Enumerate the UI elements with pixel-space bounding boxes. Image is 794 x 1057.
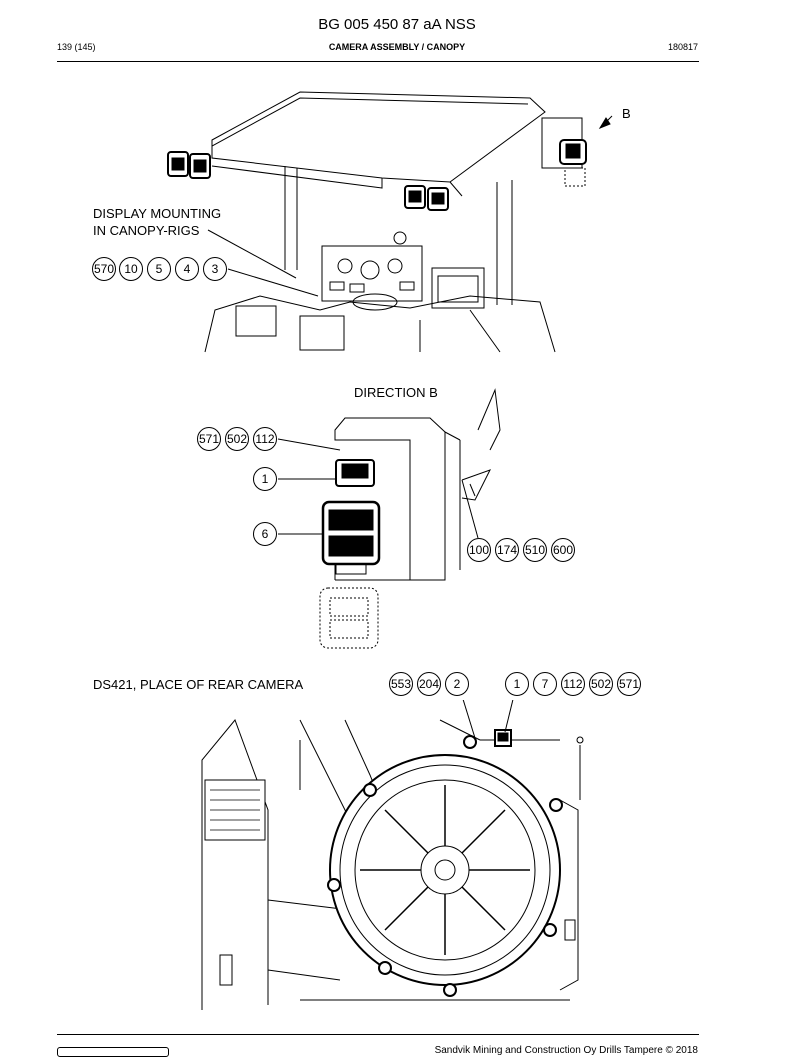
callout-bubble: 571 <box>617 672 641 696</box>
callout-bubble: 3 <box>203 257 227 281</box>
canopy-drawing <box>167 91 613 353</box>
callout-bubble: 174 <box>495 538 519 562</box>
display-mounting-label-line1: DISPLAY MOUNTING <box>93 206 222 221</box>
callout-bubble: 2 <box>445 672 469 696</box>
footer-copyright: Sandvik Mining and Construction Oy Drill… <box>434 1045 698 1056</box>
document-date: 180817 <box>667 42 698 52</box>
callout-bubble: 100 <box>467 538 491 562</box>
section-title: CAMERA ASSEMBLY / CANOPY <box>328 42 466 52</box>
callout-bubble: 112 <box>253 427 277 451</box>
callout-bubble: 570 <box>92 257 116 281</box>
callout-bubble: 4 <box>175 257 199 281</box>
callout-bubble: 571 <box>197 427 221 451</box>
document-number: BG 005 450 87 aA NSS <box>318 16 476 33</box>
display-mounting-label-line2: IN CANOPY-RIGS <box>93 223 200 238</box>
callout-bubble: 10 <box>119 257 143 281</box>
callout-bubble: 600 <box>551 538 575 562</box>
header-rule <box>57 61 699 62</box>
callout-bubble: 1 <box>505 672 529 696</box>
rear-reel-drawing <box>201 700 584 1010</box>
callout-bubble: 112 <box>561 672 585 696</box>
callout-bubble: 204 <box>417 672 441 696</box>
company-logo <box>57 1047 169 1057</box>
footer-rule <box>57 1034 699 1035</box>
callout-bubble: 7 <box>533 672 557 696</box>
callout-bubble: 1 <box>253 467 277 491</box>
callout-bubble: 5 <box>147 257 171 281</box>
callout-bubble: 553 <box>389 672 413 696</box>
rear-camera-title: DS421, PLACE OF REAR CAMERA <box>93 677 304 692</box>
callout-bubble: 502 <box>225 427 249 451</box>
bracket-drawing <box>277 388 501 649</box>
direction-marker-b: B <box>622 106 631 121</box>
callout-bubble: 502 <box>589 672 613 696</box>
callout-bubble: 510 <box>523 538 547 562</box>
direction-b-title: DIRECTION B <box>354 385 438 400</box>
page-count: 139 (145) <box>57 42 96 52</box>
callout-bubble: 6 <box>253 522 277 546</box>
